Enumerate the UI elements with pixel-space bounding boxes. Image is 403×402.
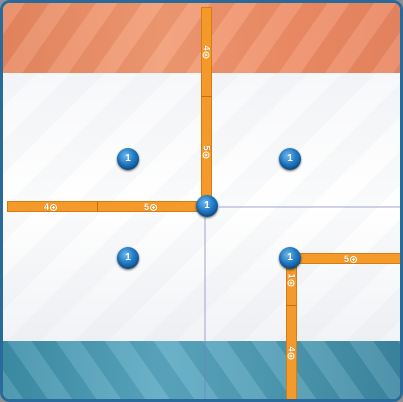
- guide-line-horizontal: [219, 206, 403, 208]
- wall-segment-divider: [286, 305, 297, 306]
- token-bottom-left[interactable]: 1: [117, 247, 139, 269]
- token-center[interactable]: 1: [196, 195, 218, 217]
- wall-label-top-upper: 4: [202, 45, 212, 58]
- wall-label-right-upper: 1: [287, 273, 297, 286]
- plus-circle-icon: [288, 280, 295, 287]
- wall-label-left-a: 4: [44, 202, 57, 212]
- plus-circle-icon: [203, 152, 210, 159]
- guide-line-vertical: [204, 217, 206, 402]
- wall-top-vertical[interactable]: [201, 7, 212, 207]
- wall-label-left-b: 5: [144, 202, 157, 212]
- token-top-right[interactable]: 1: [279, 148, 301, 170]
- token-bottom-right[interactable]: 1: [279, 247, 301, 269]
- wall-segment-divider: [97, 201, 98, 212]
- wall-left-horizontal[interactable]: [7, 201, 207, 212]
- plus-circle-icon: [350, 256, 357, 263]
- wall-segment-divider: [201, 96, 212, 97]
- plus-circle-icon: [50, 204, 57, 211]
- plus-circle-icon: [150, 204, 157, 211]
- board-bottom-band: [3, 341, 400, 402]
- plus-circle-icon: [203, 52, 210, 59]
- plus-circle-icon: [288, 353, 295, 360]
- wall-label-top-lower: 5: [202, 145, 212, 158]
- wall-label-right: 5: [344, 254, 357, 264]
- wall-label-right-lower: 4: [287, 346, 297, 359]
- token-top-left[interactable]: 1: [117, 148, 139, 170]
